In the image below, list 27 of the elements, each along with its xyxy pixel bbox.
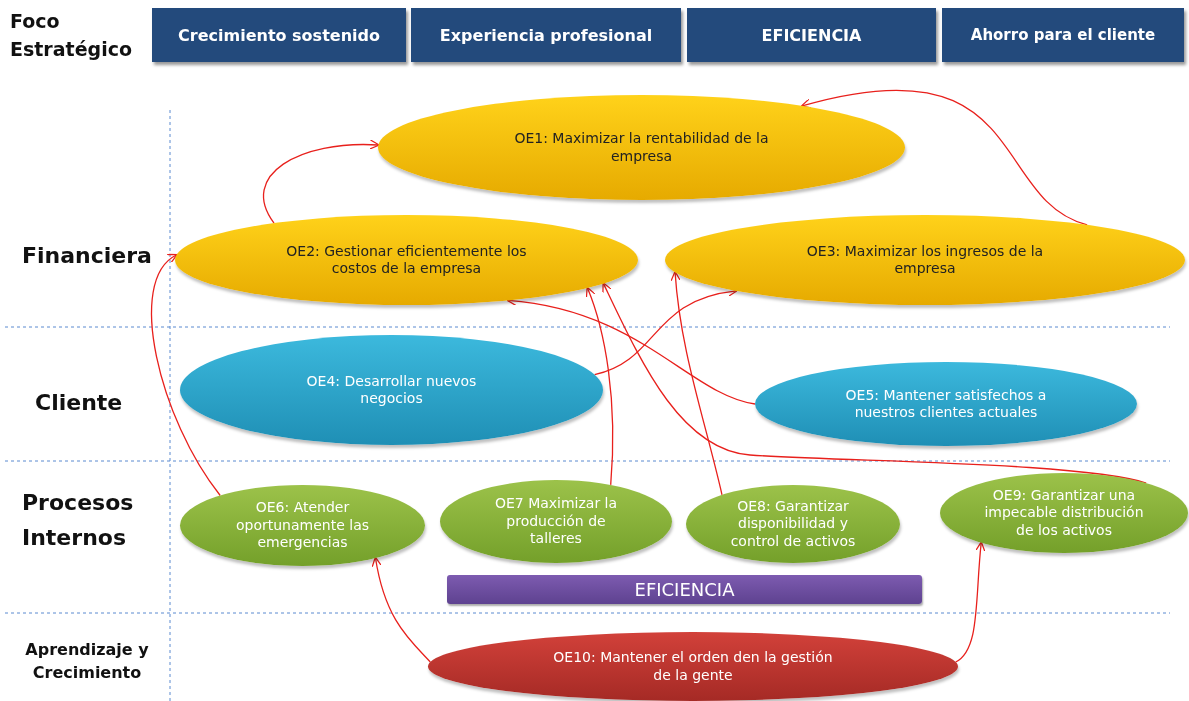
arrow: [800, 89, 1088, 226]
arrow: [955, 541, 986, 663]
arrow: [263, 139, 380, 224]
header-box: Crecimiento sostenido: [152, 8, 406, 62]
objective-ellipse: OE7 Maximizar la producción de talleres: [440, 480, 672, 563]
row-label: Cliente: [35, 389, 124, 417]
label-bar: EFICIENCIA: [447, 575, 922, 604]
objective-ellipse: OE8: Garantizar disponibilidad y control de activos: [686, 485, 900, 563]
row-label: Procesos Internos: [22, 489, 135, 553]
section-heading: Foco Estratégico: [10, 9, 133, 62]
objective-ellipse: OE10: Mantener el orden den la gestión de la gente: [428, 632, 958, 701]
header-box: EFICIENCIA: [687, 8, 936, 62]
header-box: Experiencia profesional: [411, 8, 681, 62]
objective-ellipse: OE6: Atender oportunamente las emergencias: [180, 485, 425, 566]
objective-ellipse: OE5: Mantener satisfechos a nuestros clientes actuales: [755, 362, 1137, 446]
arrow: [585, 286, 614, 486]
arrow: [670, 270, 723, 496]
objective-ellipse: OE9: Garantizar una impecable distribución de los activos: [940, 473, 1188, 553]
objective-ellipse: OE2: Gestionar eficientemente los costos de la empresa: [175, 215, 638, 305]
row-label: Aprendizaje y Crecimiento: [24, 639, 150, 685]
objective-ellipse: OE3: Maximizar los ingresos de la empresa: [665, 215, 1185, 305]
objective-ellipse: OE4: Desarrollar nuevos negocios: [180, 335, 603, 445]
row-label: Financiera: [22, 242, 153, 270]
arrow: [150, 253, 221, 497]
header-box: Ahorro para el cliente: [942, 8, 1184, 62]
arrow: [371, 556, 431, 663]
objective-ellipse: OE1: Maximizar la rentabilidad de la empresa: [378, 95, 905, 200]
